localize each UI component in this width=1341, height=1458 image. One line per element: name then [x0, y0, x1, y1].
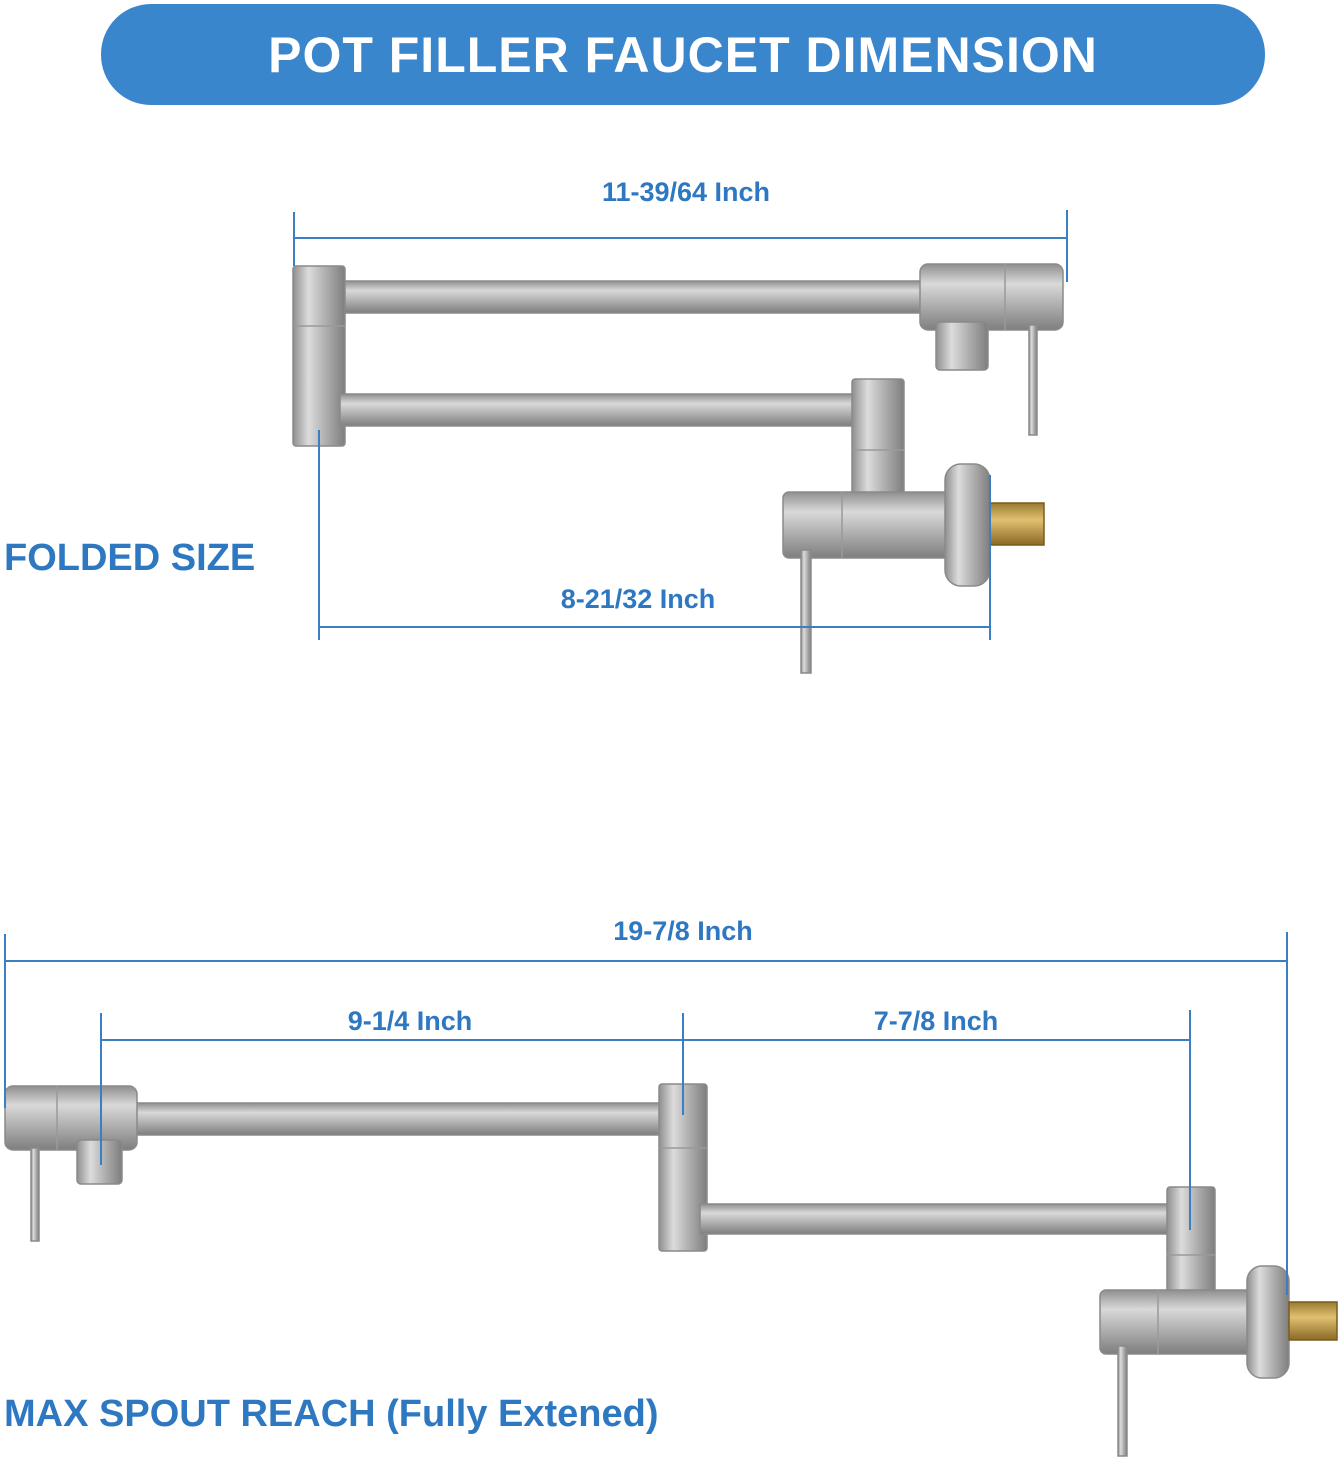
extended-valve-body: [1099, 1289, 1266, 1355]
max-spout-reach-heading: MAX SPOUT REACH (Fully Extened): [4, 1393, 659, 1435]
extended-brass-connector: [1288, 1301, 1338, 1341]
extended-flange: [1246, 1265, 1290, 1379]
folded-lower-arm: [339, 393, 861, 427]
extended-first-arm: [127, 1102, 669, 1136]
extended-second-arm: [699, 1203, 1176, 1235]
extended-spout-outlet: [76, 1139, 123, 1185]
folded-flange: [944, 463, 991, 587]
folded-valve-body: [782, 491, 954, 559]
folded-bottom-width-label: 8-21/32 Inch: [560, 584, 716, 614]
title-banner: POT FILLER FAUCET DIMENSION: [101, 4, 1265, 105]
extended-spout-body: [4, 1085, 138, 1151]
folded-riser: [851, 378, 905, 510]
extended-first-arm-label: 9-1/4 Inch: [347, 1006, 473, 1036]
folded-dimension-lines: [293, 210, 1068, 640]
folded-spout-outlet: [935, 321, 989, 371]
folded-upper-arm: [334, 280, 926, 314]
folded-left-swivel: [292, 265, 346, 447]
extended-second-arm-label: 7-7/8 Inch: [873, 1006, 999, 1036]
folded-size-heading: FOLDED SIZE: [4, 537, 256, 579]
folded-top-width-label: 11-39/64 Inch: [601, 177, 771, 207]
extended-total-width-label: 19-7/8 Inch: [613, 916, 753, 946]
folded-brass-connector: [989, 502, 1045, 546]
folded-faucet: [292, 263, 1064, 674]
extended-dimension-lines: [4, 932, 1288, 1295]
page-title: POT FILLER FAUCET DIMENSION: [268, 26, 1098, 83]
extended-faucet: [4, 1083, 1338, 1457]
folded-spout-body: [919, 263, 1064, 331]
